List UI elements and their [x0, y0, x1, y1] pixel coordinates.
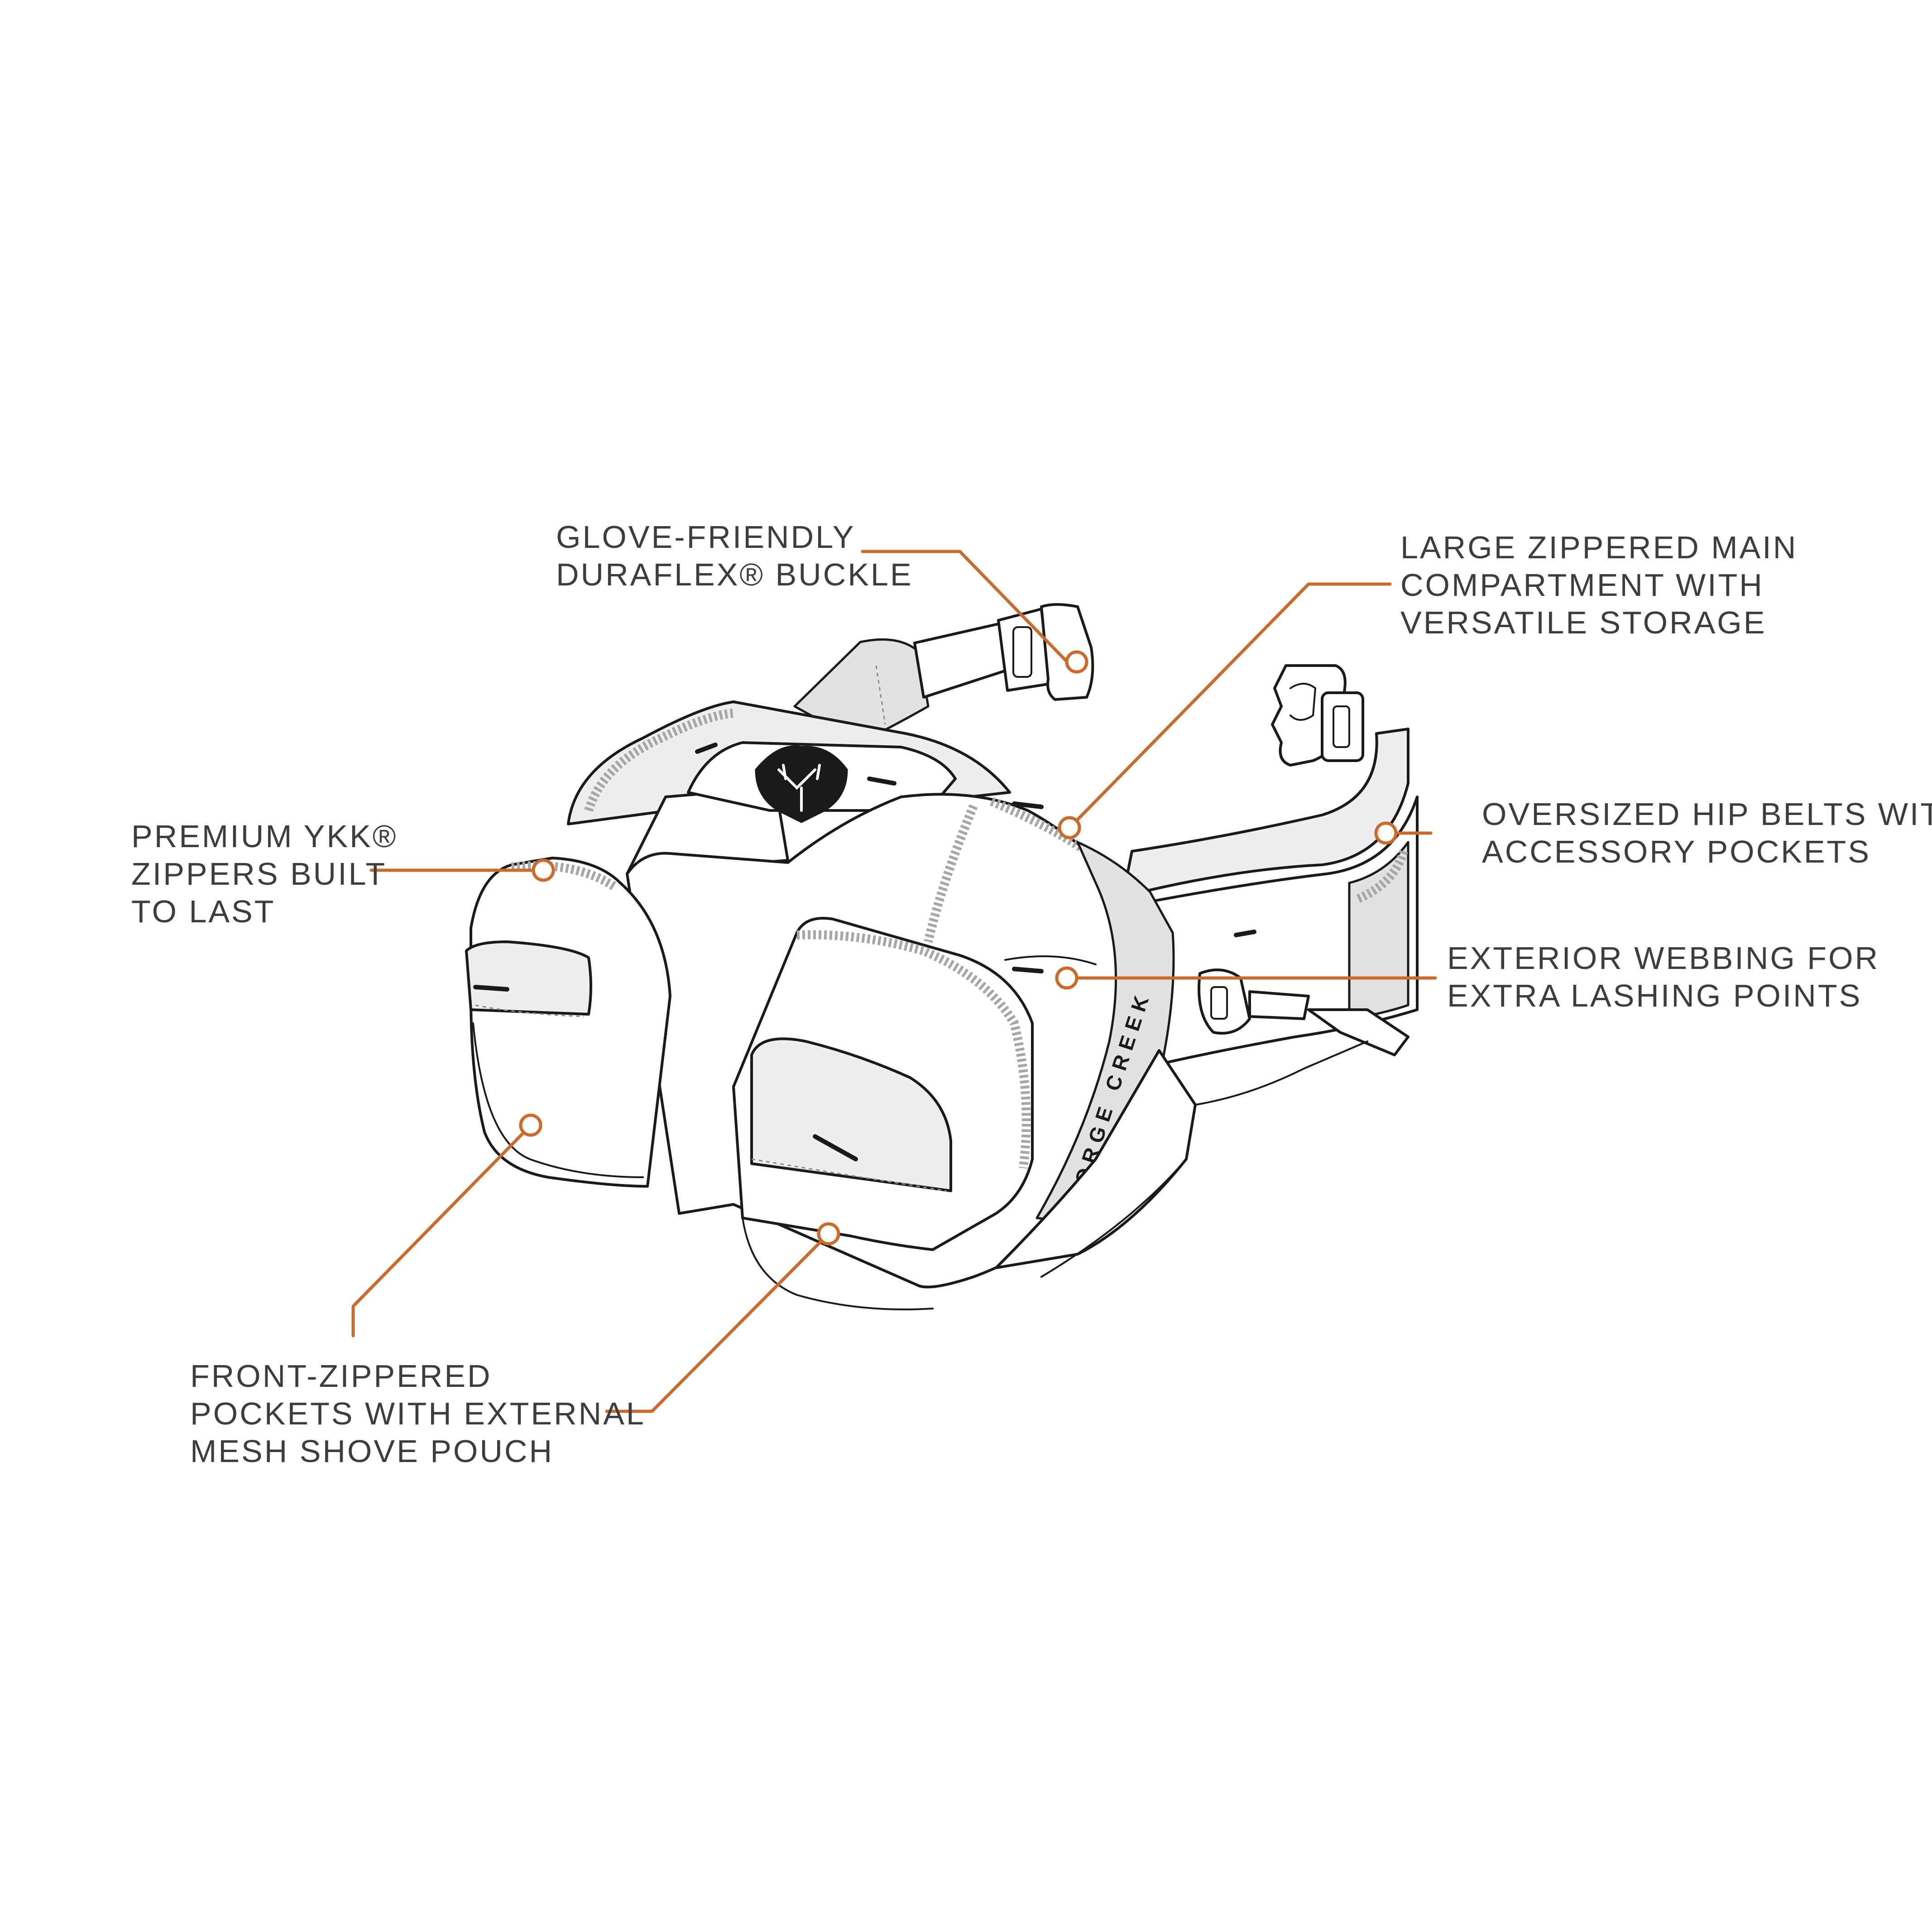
- waist-pack-illustration: FORGE CREEK: [465, 603, 1419, 1310]
- left-pocket: [465, 857, 671, 1188]
- callout-leaders: [351, 550, 1437, 1413]
- callout-labels: GLOVE-FRIENDLY DURAFLEX® BUCKLE LARGE ZI…: [131, 519, 1932, 1469]
- right-buckle: [1271, 664, 1364, 767]
- left-hip-belt: [793, 619, 1022, 744]
- callout-front-pockets: FRONT-ZIPPERED POCKETS WITH EXTERNAL MES…: [190, 1358, 655, 1469]
- callout-main-compartment: LARGE ZIPPERED MAIN COMPARTMENT WITH VER…: [1400, 530, 1808, 640]
- callout-zippers: PREMIUM YKK® ZIPPERS BUILT TO LAST: [131, 819, 408, 929]
- front-pocket: [732, 917, 1034, 1310]
- leader-buckle: [861, 550, 1088, 674]
- leader-hip-belts: [1374, 821, 1433, 845]
- marker-left-pocket: [519, 1113, 542, 1137]
- callout-hip-belts: OVERSIZED HIP BELTS WITH ACCESSORY POCKE…: [1482, 796, 1932, 869]
- marker-webbing: [1055, 966, 1079, 990]
- marker-main-compartment: [1058, 816, 1081, 839]
- leader-main-compartment: [1058, 582, 1392, 839]
- marker-front-pocket: [817, 1222, 840, 1246]
- brand-logo-shield: [755, 745, 848, 823]
- marker-zippers: [532, 858, 555, 882]
- marker-buckle: [1065, 650, 1088, 674]
- leader-zippers: [369, 858, 555, 882]
- back-panel: [995, 1040, 1368, 1278]
- leader-front-pocket: [605, 1222, 840, 1413]
- leader-webbing: [1055, 966, 1437, 990]
- marker-hip-belts: [1374, 821, 1398, 845]
- callout-webbing: EXTERIOR WEBBING FOR EXTRA LASHING POINT…: [1447, 940, 1890, 1013]
- callout-buckle: GLOVE-FRIENDLY DURAFLEX® BUCKLE: [556, 519, 913, 592]
- leader-left-pocket: [351, 1113, 542, 1338]
